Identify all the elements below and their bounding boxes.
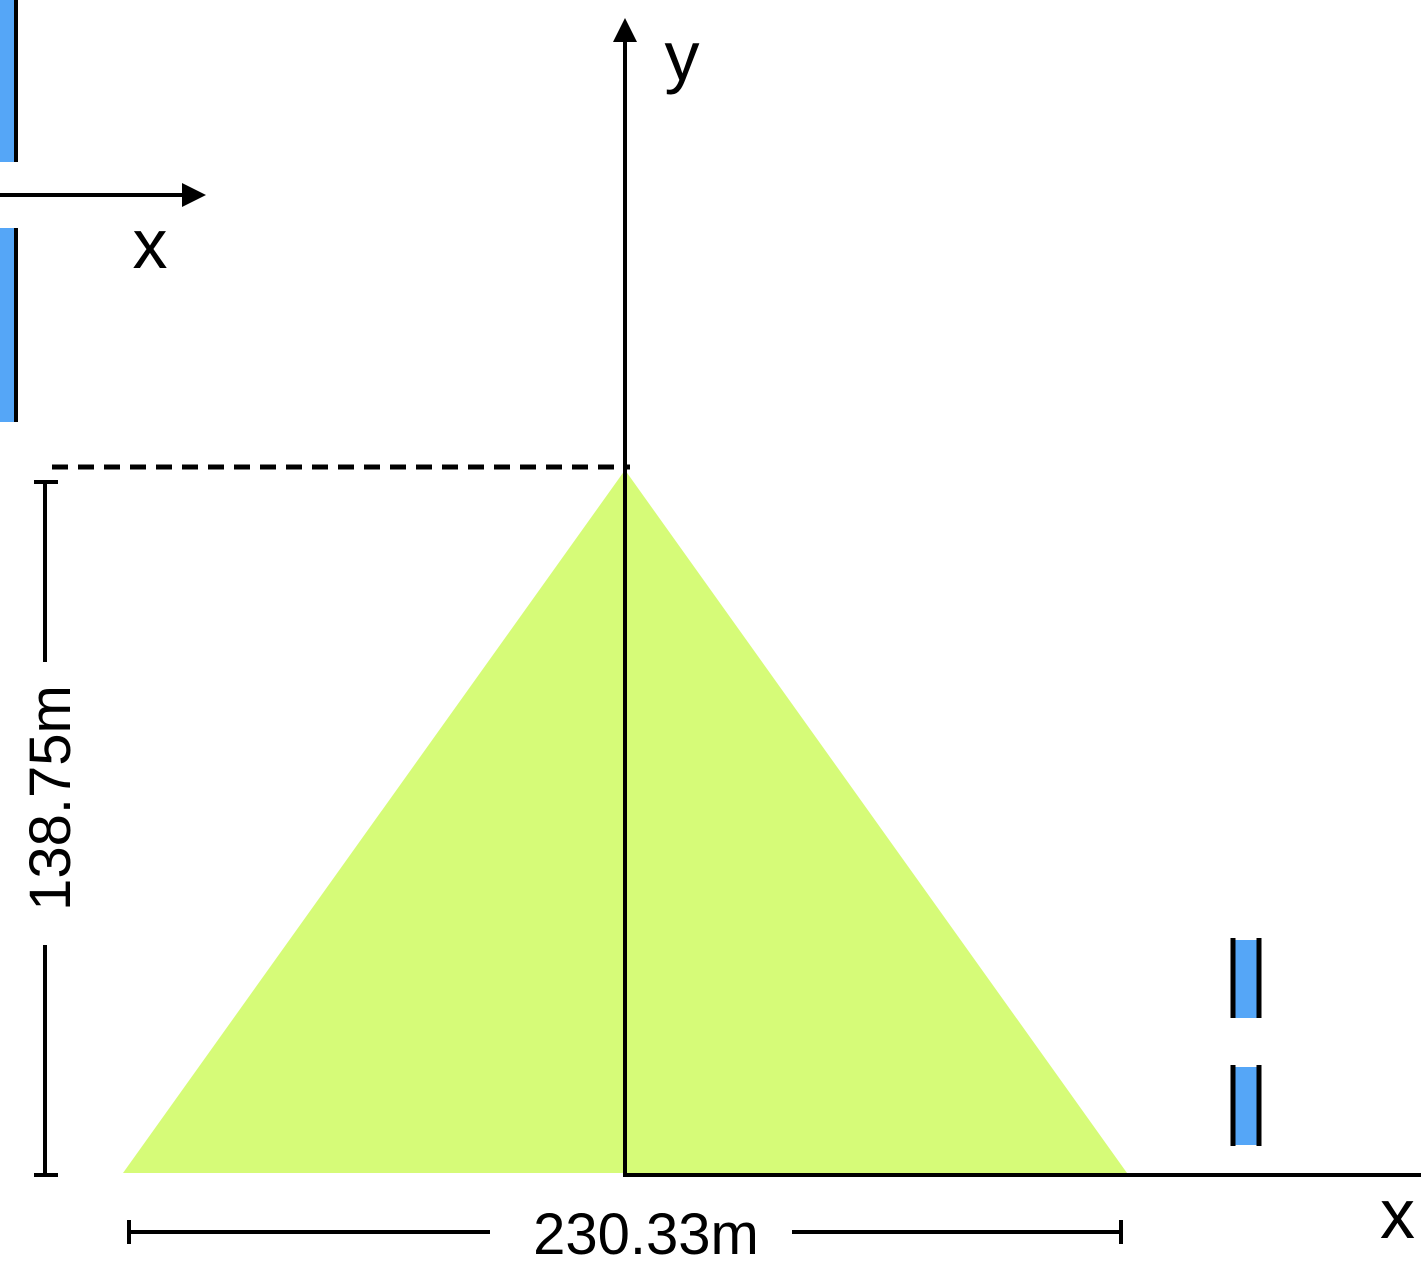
top-left-x-axis-label: x bbox=[133, 205, 168, 283]
marker-top-left-lower bbox=[0, 228, 15, 422]
base-dimension-label: 230.33m bbox=[533, 1202, 759, 1267]
main-x-axis-label: x bbox=[1380, 1175, 1415, 1253]
main-y-axis-label: y bbox=[665, 17, 700, 95]
marker-bottom-right-upper bbox=[1233, 940, 1259, 1018]
height-dimension-label: 138.75m bbox=[18, 685, 83, 911]
marker-top-left-upper bbox=[0, 0, 15, 162]
top-left-x-arrowhead bbox=[182, 183, 206, 207]
y-axis-arrowhead bbox=[613, 18, 637, 42]
marker-bottom-right-lower bbox=[1233, 1067, 1259, 1145]
